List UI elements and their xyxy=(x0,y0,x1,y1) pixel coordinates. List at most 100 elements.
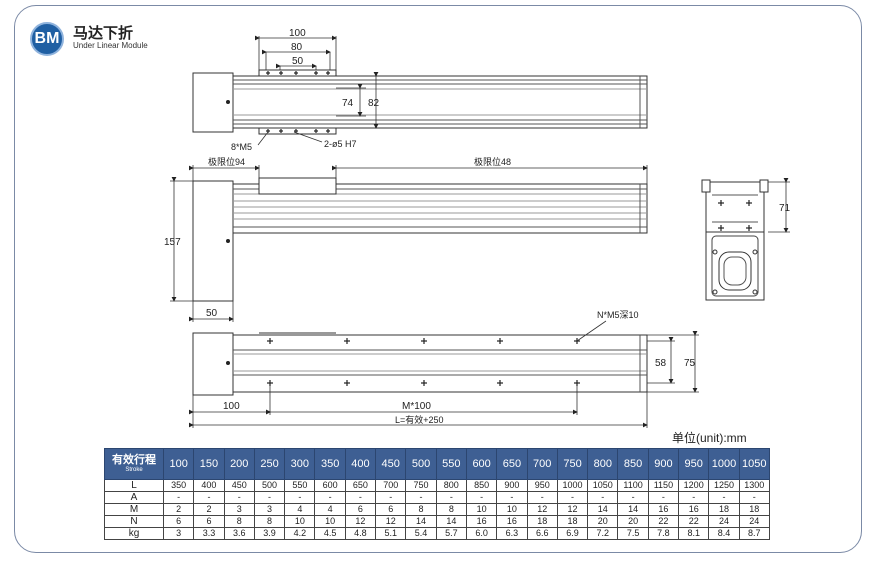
dim-bottom-58: 58 xyxy=(655,358,667,369)
spec-cell: - xyxy=(587,491,619,504)
spec-cell: 16 xyxy=(647,503,680,516)
spec-cell: 650 xyxy=(344,479,377,492)
unit-label: 单位(unit):mm xyxy=(672,431,747,445)
spec-cell: 8.1 xyxy=(678,527,710,540)
spec-row-label: N xyxy=(104,515,164,528)
spec-cell: 8 xyxy=(253,515,286,528)
spec-cell: - xyxy=(465,491,498,504)
spec-cell: 20 xyxy=(617,515,649,528)
stroke-header-value: 1050 xyxy=(738,448,770,480)
stroke-header-sub: Stroke xyxy=(125,467,143,473)
spec-cell: 3 xyxy=(162,527,195,540)
dim-side-50: 50 xyxy=(206,308,218,319)
spec-cell: 3 xyxy=(223,503,255,516)
spec-cell: 850 xyxy=(465,479,498,492)
dim-bottom-100: 100 xyxy=(223,401,240,412)
brand-logo: BM xyxy=(30,22,64,56)
spec-cell: 1300 xyxy=(738,479,770,492)
stroke-header-value: 200 xyxy=(223,448,255,480)
spec-cell: 8.4 xyxy=(708,527,740,540)
stroke-header-value: 100 xyxy=(162,448,195,480)
top-view: 100 80 50 74 82 8*M5 2-ø5 H7 xyxy=(192,28,648,152)
spec-cell: - xyxy=(496,491,528,504)
spec-cell: 6.6 xyxy=(526,527,558,540)
spec-cell: 900 xyxy=(496,479,528,492)
spec-cell: 450 xyxy=(223,479,255,492)
spec-cell: 24 xyxy=(738,515,770,528)
spec-cell: 1150 xyxy=(647,479,680,492)
spec-cell: 5.4 xyxy=(405,527,437,540)
spec-cell: - xyxy=(617,491,649,504)
spec-cell: 6.3 xyxy=(496,527,528,540)
spec-cell: 1000 xyxy=(556,479,589,492)
label-bolts: 8*M5 xyxy=(231,142,252,152)
spec-cell: 1250 xyxy=(708,479,740,492)
stroke-header-cell: 有效行程 Stroke xyxy=(104,448,164,480)
spec-cell: 22 xyxy=(647,515,680,528)
spec-cell: 24 xyxy=(708,515,740,528)
spec-cell: 12 xyxy=(526,503,558,516)
spec-cell: 12 xyxy=(344,515,377,528)
stroke-header-value: 450 xyxy=(375,448,407,480)
label-hole-spec: N*M5深10 xyxy=(597,310,639,320)
stroke-header-value: 250 xyxy=(253,448,286,480)
spec-cell: 7.5 xyxy=(617,527,649,540)
spec-cell: 600 xyxy=(314,479,346,492)
stroke-header-value: 550 xyxy=(435,448,467,480)
stroke-header-value: 950 xyxy=(678,448,710,480)
spec-cell: 20 xyxy=(587,515,619,528)
spec-cell: - xyxy=(405,491,437,504)
spec-cell: 18 xyxy=(708,503,740,516)
spec-cell: - xyxy=(193,491,225,504)
spec-cell: 18 xyxy=(556,515,589,528)
stroke-header-value: 800 xyxy=(587,448,619,480)
label-pin-holes: 2-ø5 H7 xyxy=(324,139,357,149)
spec-cell: 12 xyxy=(375,515,407,528)
stroke-header-value: 700 xyxy=(526,448,558,480)
spec-cell: 950 xyxy=(526,479,558,492)
spec-cell: 6 xyxy=(193,515,225,528)
spec-cell: 1200 xyxy=(678,479,710,492)
spec-row-label: A xyxy=(104,491,164,504)
spec-row-label: M xyxy=(104,503,164,516)
side-view: 极限位94 极限位48 157 50 xyxy=(164,156,648,322)
dim-bottom-l: L=有效+250 xyxy=(395,414,444,425)
spec-cell: 16 xyxy=(465,515,498,528)
spec-cell: 800 xyxy=(435,479,467,492)
spec-cell: 18 xyxy=(738,503,770,516)
dim-top-82: 82 xyxy=(368,98,380,109)
spec-cell: 14 xyxy=(587,503,619,516)
stroke-header-value: 600 xyxy=(465,448,498,480)
spec-cell: 6 xyxy=(375,503,407,516)
spec-cell: - xyxy=(253,491,286,504)
spec-cell: 4.2 xyxy=(284,527,316,540)
spec-cell: 14 xyxy=(617,503,649,516)
spec-row-label: kg xyxy=(104,527,164,540)
end-view: 71 xyxy=(701,178,791,301)
stroke-header-value: 750 xyxy=(556,448,589,480)
spec-cell: 750 xyxy=(405,479,437,492)
dim-top-50: 50 xyxy=(292,56,304,67)
spec-cell: 14 xyxy=(435,515,467,528)
brand-title: 马达下折 xyxy=(73,25,134,42)
spec-cell: 8 xyxy=(405,503,437,516)
spec-cell: - xyxy=(708,491,740,504)
page-frame xyxy=(14,5,862,553)
spec-cell: - xyxy=(314,491,346,504)
dim-side-157: 157 xyxy=(164,237,181,248)
spec-cell: 4.5 xyxy=(314,527,346,540)
spec-cell: 3.6 xyxy=(223,527,255,540)
dim-bottom-m: M*100 xyxy=(402,401,431,412)
spec-cell: - xyxy=(678,491,710,504)
spec-cell: 6.0 xyxy=(465,527,498,540)
spec-cell: 4.8 xyxy=(344,527,377,540)
spec-cell: 4 xyxy=(314,503,346,516)
spec-cell: - xyxy=(375,491,407,504)
spec-cell: 1100 xyxy=(617,479,649,492)
spec-cell: - xyxy=(344,491,377,504)
